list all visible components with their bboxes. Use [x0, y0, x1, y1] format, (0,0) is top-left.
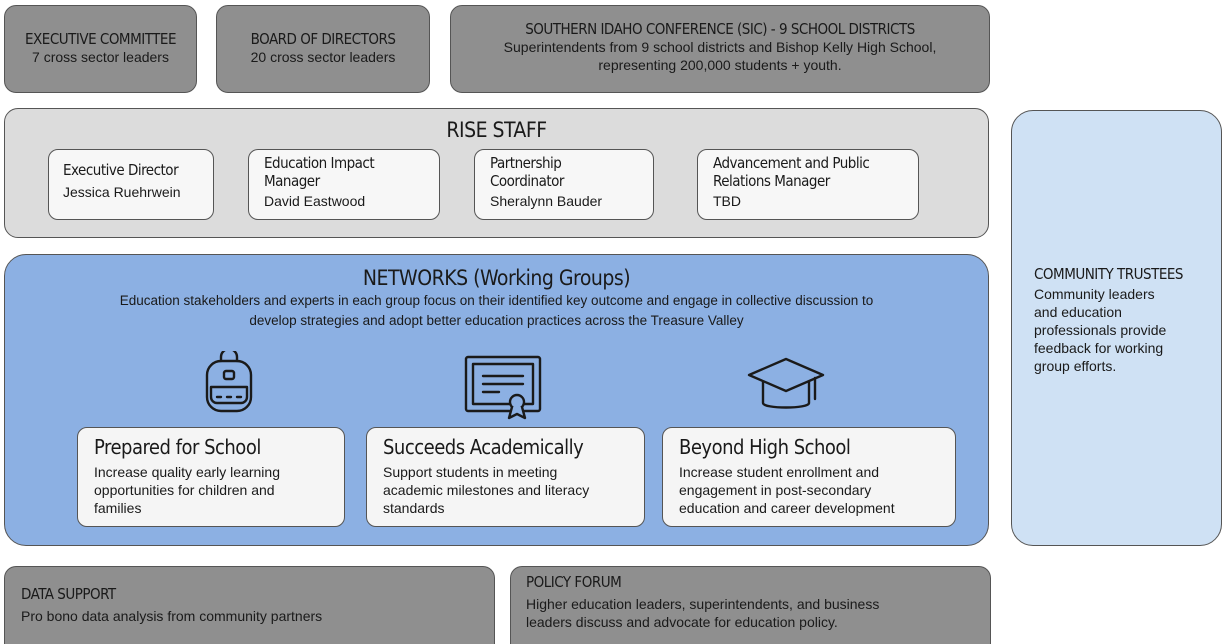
group-title: Succeeds Academically [383, 435, 584, 459]
community-trustees-line: and education [1034, 304, 1122, 320]
group-card-succeeds-academically: Succeeds Academically Support students i… [366, 427, 645, 527]
group-description-line: families [94, 500, 142, 516]
group-description-line: Support students in meeting [383, 464, 558, 480]
group-description-line: Increase student enrollment and [679, 464, 880, 480]
staff-name: TBD [713, 193, 741, 209]
board-of-directors-title: BOARD OF DIRECTORS [250, 30, 396, 48]
board-of-directors-box: BOARD OF DIRECTORS 20 cross sector leade… [216, 5, 430, 93]
community-trustees-title: COMMUNITY TRUSTEES [1034, 265, 1183, 283]
group-description-line: academic milestones and literacy [383, 482, 590, 498]
data-support-title: DATA SUPPORT [21, 585, 116, 603]
community-trustees-line: Community leaders [1034, 286, 1155, 302]
networks-line-1: Education stakeholders and experts in ea… [119, 293, 874, 308]
group-title: Beyond High School [679, 435, 851, 459]
networks-line-2: develop strategies and adopt better educ… [249, 313, 744, 328]
staff-card-education-impact-manager: Education Impact Manager David Eastwood [248, 149, 440, 220]
staff-name: David Eastwood [264, 193, 366, 209]
staff-role: Executive Director [63, 161, 179, 179]
backpack-icon [201, 351, 257, 415]
certificate-icon [463, 354, 543, 422]
group-description-line: Increase quality early learning [94, 464, 280, 480]
networks-title: NETWORKS (Working Groups) [362, 266, 631, 290]
networks-box: NETWORKS (Working Groups) Education stak… [4, 254, 989, 546]
staff-role: Manager [264, 172, 320, 190]
board-of-directors-subtitle: 20 cross sector leaders [250, 49, 396, 65]
staff-name: Sheralynn Bauder [490, 193, 603, 209]
group-description-line: education and career development [679, 500, 895, 516]
data-support-subtitle: Pro bono data analysis from community pa… [21, 608, 323, 624]
group-card-prepared-for-school: Prepared for School Increase quality ear… [77, 427, 345, 527]
community-trustees-line: feedback for working [1034, 340, 1164, 356]
staff-role: Coordinator [490, 172, 564, 190]
sic-title: SOUTHERN IDAHO CONFERENCE (SIC) - 9 SCHO… [525, 20, 915, 38]
staff-name: Jessica Ruehrwein [63, 184, 181, 200]
group-description-line: engagement in post-secondary [679, 482, 872, 498]
policy-forum-line-1: Higher education leaders, superintendent… [526, 596, 880, 612]
staff-card-executive-director: Executive Director Jessica Ruehrwein [48, 149, 214, 220]
staff-role: Partnership [490, 154, 562, 172]
data-support-box: DATA SUPPORT Pro bono data analysis from… [4, 566, 495, 644]
staff-card-partnership-coordinator: Partnership Coordinator Sheralynn Bauder [474, 149, 654, 220]
staff-card-advancement-manager: Advancement and Public Relations Manager… [697, 149, 919, 220]
community-trustees-line: group efforts. [1034, 358, 1117, 374]
group-title: Prepared for School [94, 435, 261, 459]
group-description-line: opportunities for children and [94, 482, 275, 498]
sic-line-2: representing 200,000 students + youth. [598, 57, 842, 73]
graduation-cap-icon [745, 355, 827, 413]
executive-committee-subtitle: 7 cross sector leaders [32, 49, 169, 65]
sic-box: SOUTHERN IDAHO CONFERENCE (SIC) - 9 SCHO… [450, 5, 990, 93]
policy-forum-line-2: leaders discuss and advocate for educati… [526, 614, 838, 630]
sic-line-1: Superintendents from 9 school districts … [503, 39, 937, 55]
rise-staff-box: RISE STAFF Executive Director Jessica Ru… [4, 108, 989, 238]
group-description-line: standards [383, 500, 445, 516]
policy-forum-box: POLICY FORUM Higher education leaders, s… [510, 566, 991, 644]
community-trustees-box: COMMUNITY TRUSTEES Community leaders and… [1011, 110, 1222, 546]
policy-forum-title: POLICY FORUM [526, 573, 622, 591]
executive-committee-box: EXECUTIVE COMMITTEE 7 cross sector leade… [4, 5, 197, 93]
staff-role: Education Impact [264, 154, 375, 172]
staff-role: Relations Manager [713, 172, 830, 190]
group-card-beyond-high-school: Beyond High School Increase student enro… [662, 427, 956, 527]
rise-staff-title: RISE STAFF [446, 118, 547, 142]
community-trustees-line: professionals provide [1034, 322, 1167, 338]
staff-role: Advancement and Public [713, 154, 870, 172]
executive-committee-title: EXECUTIVE COMMITTEE [25, 30, 176, 48]
